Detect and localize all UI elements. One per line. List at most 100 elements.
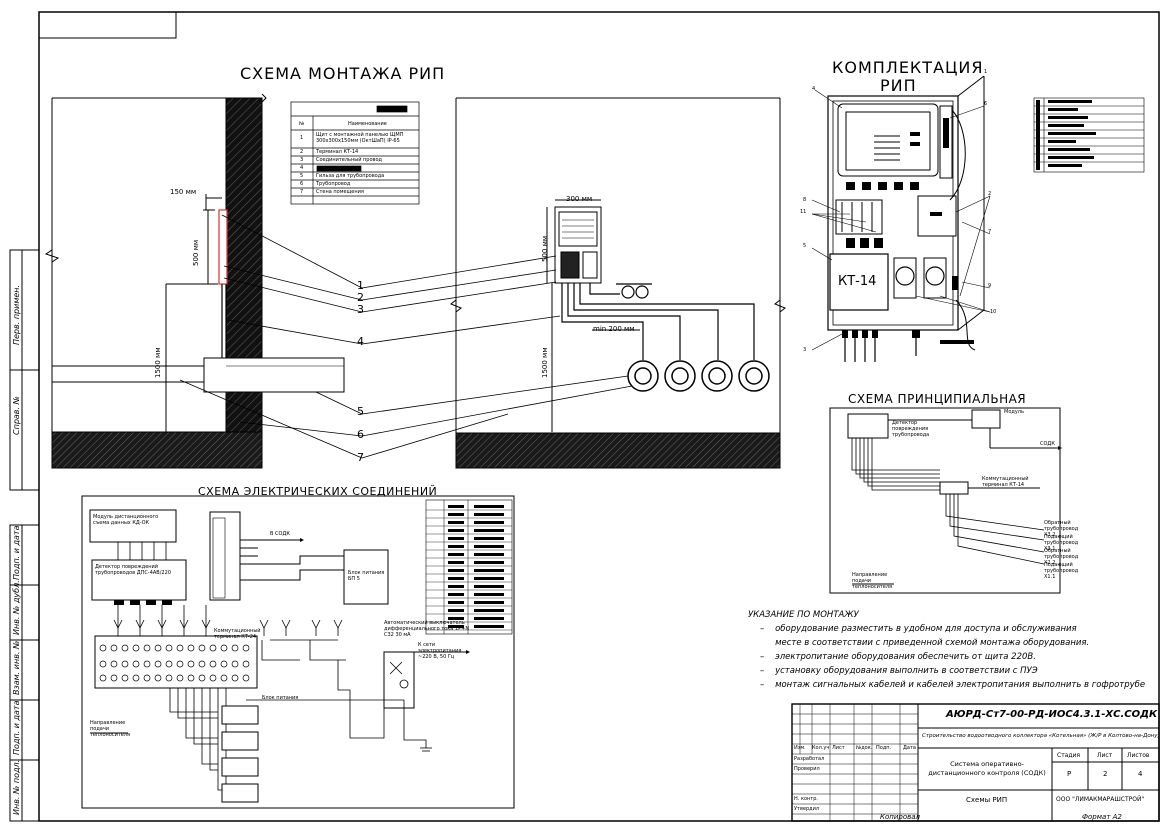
legend-header-no: №	[299, 121, 305, 127]
legend-row-name: Соединительный провод	[316, 157, 383, 163]
legend-row-name: Стена помещения	[316, 189, 364, 195]
dim-500-right: 500 мм	[541, 235, 549, 262]
stamp-company: ООО "ЛИМАКМАРАШСТРОЙ"	[1056, 796, 1145, 803]
stamp-object: Строительство водоотводного коллектора «…	[922, 733, 1160, 739]
legend-row-no: 4	[300, 165, 304, 171]
principal-terminal: Коммутационный терминал КТ-14	[982, 476, 1029, 488]
principal-scheme	[829, 407, 1062, 594]
stamp-system: Система оперативно-дистанционного контро…	[928, 760, 1046, 777]
electric-module-label: Модуль дистанционного съема данных КД-ОК	[93, 514, 159, 526]
callout-6: 6	[357, 428, 364, 441]
principal-pipe-2: Подающий трубопровод Х3.1	[1044, 534, 1079, 552]
stamp-role: Дата	[903, 745, 916, 751]
electric-terminal-label: Коммутационный терминал КТ-24	[214, 628, 261, 640]
kit-title-line2: РИП	[880, 76, 917, 95]
callout-1: 1	[357, 279, 364, 292]
side-label: Подп. и дата	[12, 700, 21, 756]
electric-power-label: К сети электропитания ~220 В, 50 Гц	[418, 642, 462, 660]
kit-title-line1: КОМПЛЕКТАЦИЯ	[832, 58, 984, 77]
legend-row-no: 1	[300, 135, 304, 141]
dim-500-left: 500 мм	[192, 239, 200, 266]
legend-row-no: 2	[300, 149, 304, 155]
stamp-sheets: 4	[1138, 770, 1143, 778]
stamp-code: АЮРД-Ст7-00-РД-ИОС4.3.1-ХС.СОДК	[946, 709, 1158, 720]
note-item: – установку оборудования выполнить в соо…	[760, 666, 1038, 676]
kit-callout-2: 2	[988, 191, 992, 197]
electric-detector-label: Детектор повреждений трубопроводов ДПС-4…	[95, 564, 171, 576]
electric-scheme	[81, 495, 515, 809]
stamp-person: Разработал	[794, 756, 825, 762]
legend-row-no: 5	[300, 173, 304, 179]
wall-upper	[225, 97, 263, 361]
side-label: Подп. и дата	[12, 525, 21, 581]
callout-2: 2	[357, 291, 364, 304]
legend-row-name: Терминал КТ-14	[316, 149, 359, 155]
kit-callout-5: 5	[803, 243, 807, 249]
principal-scheme-title: СХЕМА ПРИНЦИПИАЛЬНАЯ	[848, 392, 1027, 406]
principal-sodk: СОДК	[1040, 441, 1055, 447]
principal-detector: Детектор повреждения трубопровода	[892, 420, 930, 438]
side-label: Справ. №	[12, 396, 21, 435]
pipes-section	[627, 360, 770, 392]
sleeve-gilza	[203, 357, 345, 393]
callout-7: 7	[357, 451, 364, 464]
electric-psu-block: Блок питания	[262, 695, 299, 701]
note-item: – оборудование разместить в удобном для …	[760, 624, 1090, 648]
callout-5: 5	[357, 405, 364, 418]
callout-3: 3	[357, 303, 364, 316]
note-item: – электропитание оборудования обеспечить…	[760, 652, 1036, 662]
sheet-frame	[9, 11, 1160, 822]
kit-spec-table	[1033, 97, 1145, 173]
mount-scheme-title: СХЕМА МОНТАЖА РИП	[240, 64, 446, 83]
stamp-sheets-header: Листов	[1127, 752, 1150, 759]
ground-right	[455, 432, 781, 469]
side-label: Взам. инв. №	[12, 640, 21, 695]
dim-150: 150 мм	[170, 188, 197, 196]
kit-kt14-block	[829, 253, 889, 311]
ground-left	[51, 431, 263, 469]
stamp-format: Формат А2	[1082, 813, 1122, 821]
stamp-drawing-name: Схемы РИП	[966, 796, 1008, 804]
dim-min200: min 200 мм	[593, 325, 635, 333]
stamp-person: Утвердил	[794, 806, 820, 812]
title-block	[791, 703, 1160, 822]
notes-heading: УКАЗАНИЕ ПО МОНТАЖУ	[748, 610, 859, 620]
kit-cabinet	[811, 75, 991, 362]
electric-feed-label: Направление подачи теплоносителя	[90, 720, 131, 738]
legend-row-name: Трубопровод	[316, 181, 351, 187]
electric-psu-label: Блок питания БП 5	[348, 570, 385, 582]
legend-row-name: Щит с монтажной панелью ЩМП 300х300х150м…	[316, 132, 404, 144]
legend-row-name: Гильза для трубопровода	[316, 173, 385, 179]
legend-header-name: Наименование	[348, 121, 387, 127]
principal-module: Модуль	[1004, 409, 1024, 415]
dim-1500-right: 1500 мм	[541, 347, 549, 378]
note-item: – монтаж сигнальных кабелей и кабелей эл…	[760, 680, 1146, 690]
side-label: Перв. примен.	[12, 284, 21, 345]
stamp-person: Проверил	[794, 766, 820, 772]
stamp-stage-header: Стадия	[1057, 752, 1081, 759]
kit-callout-9: 9	[988, 283, 992, 289]
side-label: Инв. № дубл.	[12, 580, 21, 635]
legend-row-no: 7	[300, 189, 304, 195]
legend-row-no: 3	[300, 157, 304, 163]
principal-pipe-1: Обратный трубопровод Х3.2	[1044, 520, 1079, 538]
stamp-role: Подп.	[876, 745, 892, 751]
stamp-copied: Копировал	[880, 813, 920, 821]
kit-callout-8: 8	[803, 197, 807, 203]
principal-pipe-4: Подающий трубопровод Х1.1	[1044, 562, 1079, 580]
mount-scheme-right	[361, 97, 786, 469]
electric-scheme-title: СХЕМА ЭЛЕКТРИЧЕСКИХ СОЕДИНЕНИЙ	[198, 485, 438, 498]
cabinet-side	[218, 209, 228, 285]
legend-row-no: 6	[300, 181, 304, 187]
kit-callout-4: 4	[812, 86, 816, 92]
kit-callout-10: 10	[990, 309, 997, 315]
stamp-sheet: 2	[1103, 770, 1108, 778]
kit-kt14-label: КТ-14	[838, 274, 877, 289]
stamp-role: Изм.	[794, 745, 806, 751]
kit-callout-1: 1	[984, 69, 988, 75]
stamp-person: Н. контр.	[794, 796, 818, 802]
electric-to-sodk: В СОДК	[270, 531, 290, 537]
kit-callout-3: 3	[803, 347, 807, 353]
stamp-role: Кол.уч	[812, 745, 830, 751]
